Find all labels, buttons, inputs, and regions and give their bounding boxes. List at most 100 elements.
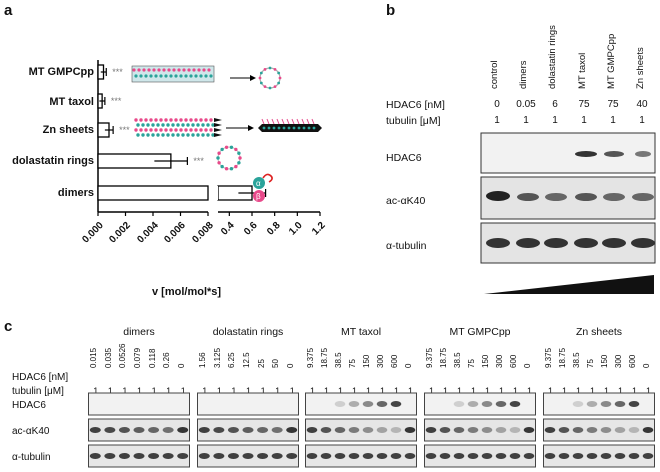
category-label-dimers: dimers xyxy=(57,187,94,199)
hdac6-value: 150 xyxy=(362,354,371,368)
hdac6-value: 150 xyxy=(481,354,490,368)
blot-ac-ak40 xyxy=(480,176,656,220)
blot-label-hdac6-c: HDAC6 xyxy=(12,400,46,411)
axis-break xyxy=(210,186,218,200)
tubulin-value: 1 xyxy=(310,386,316,396)
tubulin-value: 1 xyxy=(231,386,237,396)
tubulin-value: 1 xyxy=(352,386,358,396)
category-label-mt-gmpcpp: MT GMPCpp xyxy=(28,66,94,78)
panel-letter-c: c xyxy=(4,318,13,335)
tubulin-value: 1 xyxy=(324,386,330,396)
western-blot-group xyxy=(88,392,190,468)
tubulin-value: 1 xyxy=(576,386,582,396)
concentration-gradient-wedge xyxy=(484,275,654,294)
bar-chart: ************αβ xyxy=(97,60,322,216)
hdac6-value: 75 xyxy=(578,99,590,110)
tubulin-value: 1 xyxy=(107,386,113,396)
column-control: control xyxy=(489,60,500,89)
hdac6-value: 18.75 xyxy=(558,347,567,368)
tubulin-value: 1 xyxy=(122,386,128,396)
beta-label: β xyxy=(256,192,261,201)
blot-label-alpha-tubulin-c: α-tubulin xyxy=(12,452,51,463)
western-blot-group xyxy=(424,392,536,468)
hdac6-value: 38.5 xyxy=(572,352,581,368)
hdac6-value: 300 xyxy=(376,354,385,368)
hdac6-value: 150 xyxy=(600,354,609,368)
tubulin-value: 1 xyxy=(632,386,638,396)
hdac6-value: 0 xyxy=(494,99,500,110)
blot-label-ac-ak40-c: ac-αK40 xyxy=(12,426,50,437)
group-title: MT GMPCpp xyxy=(449,326,511,338)
tubulin-value: 1 xyxy=(590,386,596,396)
western-blot-group xyxy=(543,392,655,468)
tubulin-value: 1 xyxy=(443,386,449,396)
tubulin-concentration-label: tubulin [μM] xyxy=(386,115,441,127)
tubulin-value: 1 xyxy=(151,386,157,396)
category-label-dolastatin-rings: dolastatin rings xyxy=(12,155,94,167)
group-title: MT taxol xyxy=(340,326,382,338)
column-mt-taxol: MT taxol xyxy=(577,52,588,89)
hdac6-value: 9.375 xyxy=(306,347,315,368)
column-dolastatin-rings: dolastatin rings xyxy=(547,25,558,89)
hdac6-value: 0 xyxy=(523,363,532,368)
tubulin-value: 1 xyxy=(202,386,208,396)
hdac6-value: 75 xyxy=(348,359,357,368)
tubulin-value: 1 xyxy=(471,386,477,396)
hdac6-value: 50 xyxy=(271,359,281,368)
hdac6-value: 25 xyxy=(256,359,266,368)
c-terminal-tail xyxy=(262,173,273,183)
alpha-label: α xyxy=(256,179,261,188)
hdac6-value: 0.079 xyxy=(133,347,142,368)
panel-letter-b: b xyxy=(386,2,396,19)
tubulin-value: 1 xyxy=(610,115,616,126)
category-label-mt-taxol: MT taxol xyxy=(49,96,94,108)
tubulin-concentration-label-c: tubulin [μM] xyxy=(12,386,64,397)
hdac6-value: 18.75 xyxy=(439,347,448,368)
hdac6-value: 600 xyxy=(628,354,637,368)
significance-3: *** xyxy=(193,156,204,166)
hdac6-value: 6 xyxy=(552,99,558,110)
tubulin-value: 1 xyxy=(604,386,610,396)
hdac6-value: 75 xyxy=(467,359,476,368)
column-dimers: dimers xyxy=(518,60,529,89)
tubulin-value: 1 xyxy=(457,386,463,396)
hdac6-value: 9.375 xyxy=(544,347,553,368)
significance-0: *** xyxy=(112,67,123,77)
western-blot-group xyxy=(197,392,299,468)
group-title: Zn sheets xyxy=(575,326,623,338)
tubulin-value: 1 xyxy=(260,386,266,396)
tubulin-value: 1 xyxy=(548,386,554,396)
tubulin-value: 1 xyxy=(499,386,505,396)
hdac6-value: 3.125 xyxy=(212,347,222,368)
hdac6-value: 0 xyxy=(176,363,186,368)
hdac6-value: 75 xyxy=(607,99,619,110)
hdac6-value: 600 xyxy=(509,354,518,368)
tubulin-value: 1 xyxy=(394,386,400,396)
western-blot-group xyxy=(305,392,417,468)
hdac6-value: 0.05 xyxy=(516,99,536,110)
column-mt-gmpcpp: MT GMPCpp xyxy=(606,33,617,89)
tubulin-value: 1 xyxy=(166,386,172,396)
panel-letter-a: a xyxy=(4,2,13,19)
significance-1: *** xyxy=(111,96,122,106)
tubulin-value: 1 xyxy=(523,115,529,126)
group-title: dimers xyxy=(123,326,155,338)
tubulin-value: 1 xyxy=(180,386,186,396)
hdac6-value: 75 xyxy=(586,359,595,368)
tubulin-value: 1 xyxy=(380,386,386,396)
blot-label-alpha-tubulin: α-tubulin xyxy=(386,240,427,252)
tubulin-value: 1 xyxy=(137,386,143,396)
tubulin-value: 1 xyxy=(581,115,587,126)
hdac6-value: 300 xyxy=(495,354,504,368)
hdac6-concentration-label: HDAC6 [nM] xyxy=(386,99,445,111)
hdac6-value: 0.26 xyxy=(162,352,172,368)
tubulin-value: 1 xyxy=(646,386,652,396)
column-zn-sheets: Zn sheets xyxy=(635,47,646,89)
hdac6-value: 0.118 xyxy=(147,348,157,368)
hdac6-value: 0 xyxy=(285,363,295,368)
hdac6-value: 300 xyxy=(614,354,623,368)
microtubule-schematic xyxy=(131,65,215,83)
tubulin-value: 1 xyxy=(527,386,533,396)
hdac6-value: 0.015 xyxy=(89,347,99,368)
western-blot-b xyxy=(480,132,656,294)
